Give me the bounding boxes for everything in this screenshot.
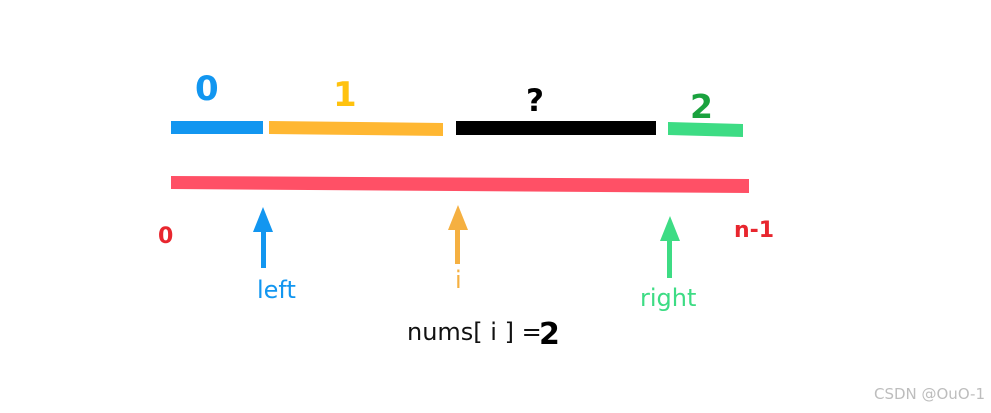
watermark-text: CSDN @OuO-1 (873, 385, 985, 403)
i-pointer-arrow (448, 205, 468, 264)
segment-unknown-bar (456, 121, 656, 135)
segment-unknown-label: ? (526, 83, 544, 119)
caption-expression: nums[ i ] = (407, 318, 542, 346)
caption-value: 2 (539, 317, 560, 352)
segment-two-label: 2 (690, 87, 713, 126)
right-pointer-label: right (640, 284, 697, 312)
array-range-bar (171, 176, 749, 193)
range-end-label: n-1 (734, 218, 775, 243)
segment-two-bar (668, 122, 743, 137)
right-pointer-arrow (660, 216, 680, 278)
segment-zero-label: 0 (195, 69, 219, 109)
left-pointer-arrow (253, 207, 273, 268)
range-start-label: 0 (158, 224, 174, 249)
i-pointer-label: i (455, 266, 462, 294)
segment-one-label: 1 (333, 75, 357, 115)
left-pointer-label: left (257, 276, 296, 304)
segment-zero-bar (171, 121, 263, 134)
segment-one-bar (269, 121, 443, 136)
